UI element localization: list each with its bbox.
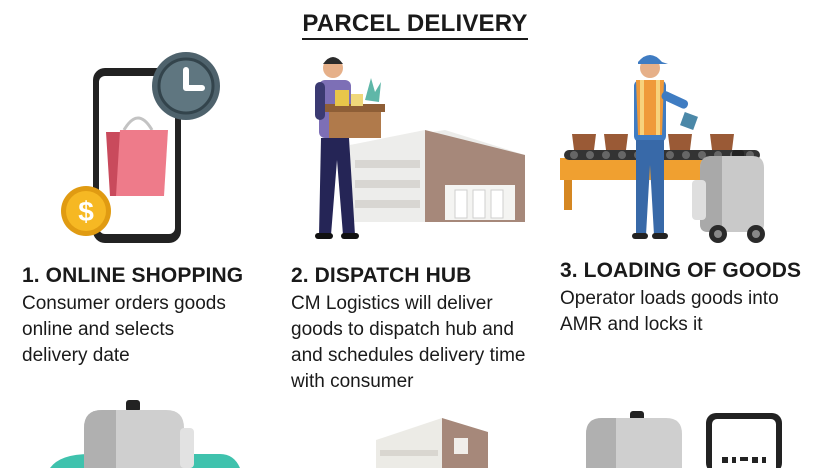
loading-amr-icon — [560, 55, 765, 243]
step-1-title: 1. ONLINE SHOPPING — [22, 264, 244, 287]
phone-shopping-icon: $ — [61, 52, 220, 243]
svg-text:$: $ — [78, 196, 94, 227]
step-1-description: Consumer orders goods online and selects… — [22, 293, 226, 366]
dispatch-hub-icon — [315, 57, 525, 239]
step-2-description: CM Logistics will deliver goods to dispa… — [291, 293, 526, 392]
robot-phone-icon — [586, 411, 782, 468]
amr-robot-icon — [50, 400, 240, 468]
step-3-description: Operator loads goods into AMR and locks … — [560, 288, 779, 335]
step-2-title: 2. DISPATCH HUB — [291, 264, 472, 287]
page-title: PARCEL DELIVERY — [0, 10, 830, 40]
step-3-title: 3. LOADING OF GOODS — [560, 259, 802, 282]
building-icon — [376, 418, 488, 468]
